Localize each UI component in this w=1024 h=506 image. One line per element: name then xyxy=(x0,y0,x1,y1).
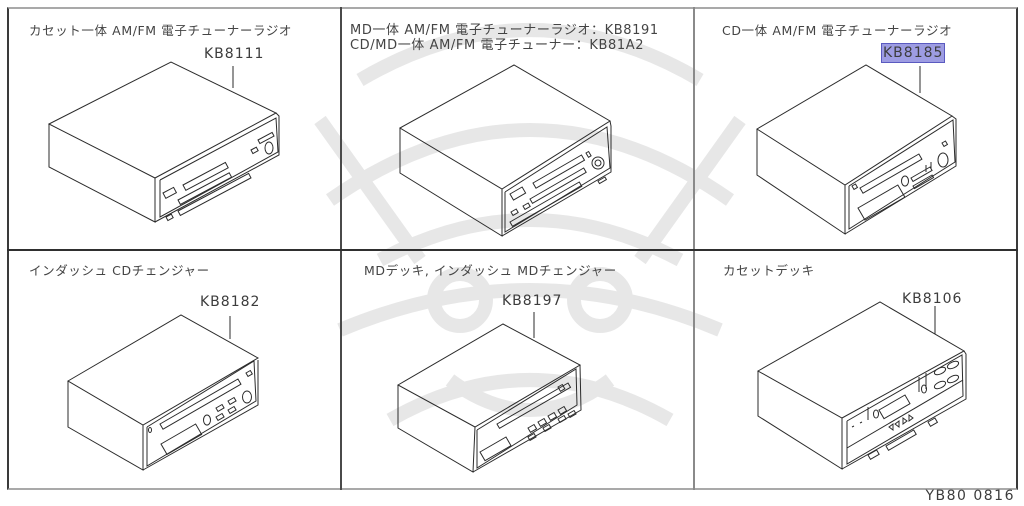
diagram-frame xyxy=(7,7,1018,490)
column-divider-1 xyxy=(340,7,342,490)
md-radio-drawing xyxy=(342,9,693,249)
diagram-reference-code: YB80 0816 xyxy=(925,488,1015,504)
column-divider-2 xyxy=(693,7,695,490)
cell-title: インダッシュ CDチェンジャー xyxy=(29,263,210,278)
cell-title-line-2: CD/MD一体 AM/FM 電子チューナー：KB81A2 xyxy=(350,38,645,53)
cell-cassette-deck[interactable]: カセットデッキ KB8106 xyxy=(695,251,1017,489)
cassette-radio-drawing xyxy=(9,9,340,249)
part-number-label[interactable]: KB8106 xyxy=(902,291,963,307)
cell-title-line-1: MD一体 AM/FM 電子チューナーラジオ：KB8191 xyxy=(350,23,659,38)
cell-title: CD一体 AM/FM 電子チューナーラジオ xyxy=(722,23,953,38)
part-number-label[interactable]: KB8197 xyxy=(502,293,563,309)
cell-md-radio[interactable]: MD一体 AM/FM 電子チューナーラジオ：KB8191 CD/MD一体 AM/… xyxy=(342,9,693,249)
cell-title: MDデッキ, インダッシュ MDチェンジャー xyxy=(364,263,617,278)
cd-changer-drawing xyxy=(9,251,340,489)
cell-title: カセットデッキ xyxy=(723,263,815,278)
cell-cd-radio[interactable]: CD一体 AM/FM 電子チューナーラジオ KB8185 xyxy=(695,9,1017,249)
cd-radio-drawing xyxy=(695,9,1017,249)
cell-cd-changer[interactable]: インダッシュ CDチェンジャー KB8182 xyxy=(9,251,340,489)
md-deck-drawing xyxy=(342,251,693,489)
cell-md-deck[interactable]: MDデッキ, インダッシュ MDチェンジャー KB8197 xyxy=(342,251,693,489)
row-divider xyxy=(7,249,1018,251)
cell-cassette-radio[interactable]: カセット一体 AM/FM 電子チューナーラジオ KB8111 xyxy=(9,9,340,249)
cassette-deck-drawing xyxy=(695,251,1017,489)
part-number-label-highlighted[interactable]: KB8185 xyxy=(880,43,946,63)
part-number-label[interactable]: KB8182 xyxy=(200,294,261,310)
part-number-label[interactable]: KB8111 xyxy=(204,46,265,62)
cell-title: カセット一体 AM/FM 電子チューナーラジオ xyxy=(29,23,293,38)
